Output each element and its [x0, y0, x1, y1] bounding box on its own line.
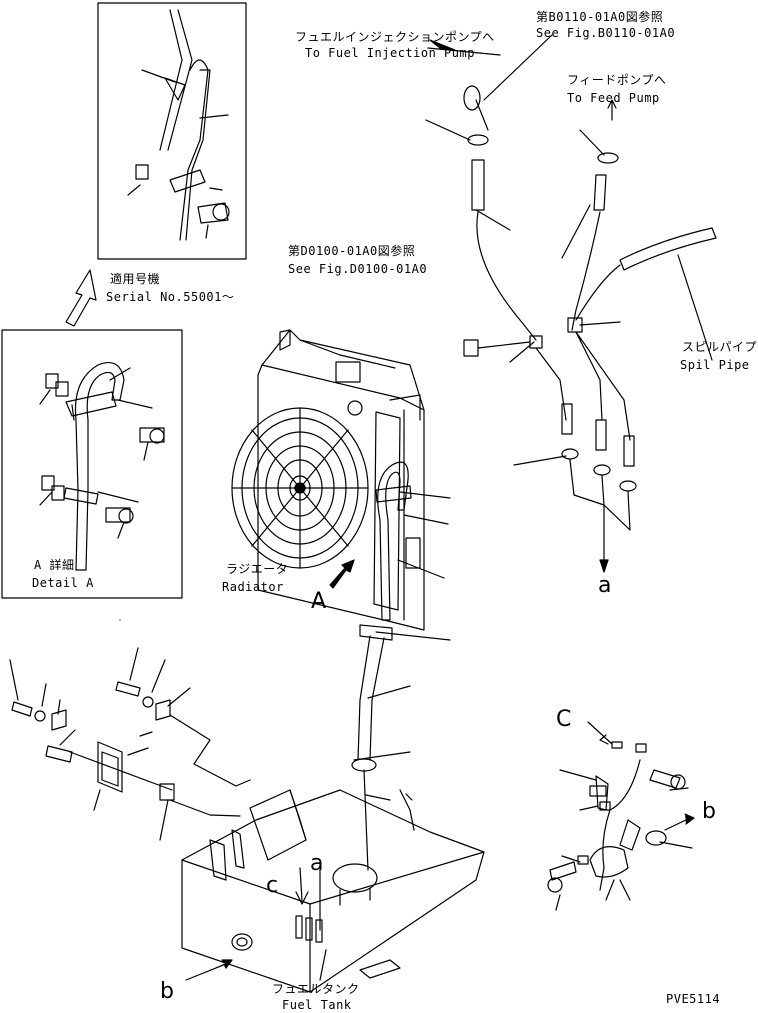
callout-letter-a-tank: a: [310, 851, 324, 876]
fuel-piping-upper: [463, 85, 717, 573]
to-injection-jp: フュエルインジェクションポンプへ: [295, 30, 495, 44]
leaders-hose: [367, 491, 451, 699]
detail-a-jp: A 詳細: [34, 558, 75, 572]
callout-letter-A: A: [311, 589, 327, 614]
spill-pipe-en: Spil Pipe: [680, 358, 750, 372]
leaders-upper: [425, 119, 621, 466]
callout-letter-a-upper: a: [598, 573, 612, 598]
spill-pipe-jp: スピルパイプ: [682, 340, 758, 354]
fuel-tank-jp: フュエルタンク: [272, 982, 360, 996]
see-d0100-jp: 第D0100-01A0図参照: [288, 244, 416, 258]
detail-a-box: [1, 329, 183, 599]
lower-right-assembly: [547, 721, 695, 911]
detail-box-serial: [97, 2, 247, 260]
callout-letter-C-right: C: [556, 707, 572, 732]
radiator-jp: ラジエータ: [226, 562, 289, 576]
drawing-code: PVE5114: [666, 992, 721, 1006]
fuel-tank: [181, 769, 485, 993]
tank-mount-hardware: [9, 647, 251, 841]
serial-jp: 適用号機: [110, 272, 161, 286]
callout-letter-b-right: b: [702, 799, 716, 824]
see-d0100-en: See Fig.D0100-01A0: [288, 262, 428, 276]
to-injection-en: To Fuel Injection Pump: [305, 46, 475, 60]
radiator-en: Radiator: [222, 580, 284, 594]
arrow-to-serial-box: [65, 269, 97, 327]
detail-a-en: Detail A: [32, 576, 94, 590]
fuel-tank-en: Fuel Tank: [282, 998, 352, 1012]
fuel-hose: [357, 635, 385, 761]
see-b0110-en: See Fig.B0110-01A0: [536, 26, 676, 40]
to-feed-jp: フィードポンプへ: [567, 73, 667, 87]
fan-guard: [231, 407, 369, 569]
view-arrow-a: [329, 559, 355, 589]
callout-letter-b-tank: b: [160, 979, 174, 1004]
see-b0110-jp: 第B0110-01A0図参照: [536, 10, 664, 24]
serial-en: Serial No.55001～: [106, 290, 235, 304]
to-feed-en: To Feed Pump: [567, 91, 660, 105]
callout-letter-c-tank: c: [266, 873, 279, 898]
radiator-hose: [377, 461, 409, 621]
arrow-c-tank: [295, 867, 309, 905]
